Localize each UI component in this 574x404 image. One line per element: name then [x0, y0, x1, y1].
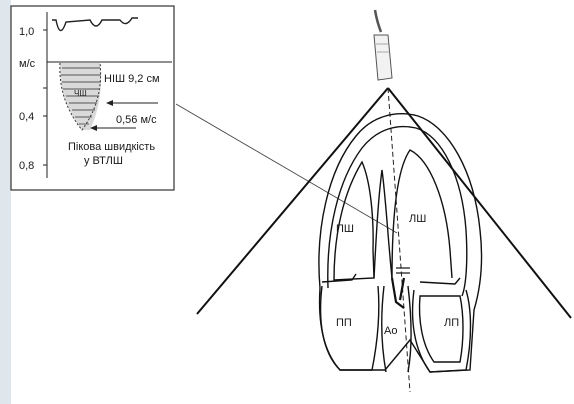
beam-line: [388, 88, 410, 392]
peak-label-line2: у ВТЛШ: [84, 155, 123, 167]
ultrasound-sector: [197, 88, 571, 392]
velocity-label: 0,56 м/с: [116, 114, 157, 126]
interventricular-septum: [374, 170, 392, 278]
cardiac-rate-label: ЧШ: [74, 89, 87, 98]
peak-label-line1: Пікова швидкість: [68, 141, 155, 153]
la-label: ЛП: [444, 317, 459, 329]
left-atrium-inner: [420, 296, 463, 362]
ra-label: ПП: [336, 317, 352, 329]
vti-label: НІШ 9,2 см: [104, 73, 160, 85]
lv-label: ЛШ: [409, 213, 426, 225]
heart-outline: [319, 114, 482, 372]
transducer-body: [374, 35, 392, 80]
sector-left-edge: [197, 88, 388, 314]
sample-volume-marker: [396, 268, 410, 273]
transducer-cable: [375, 10, 381, 32]
y-unit-label: м/с: [19, 58, 36, 70]
transducer: [374, 10, 392, 80]
y-tick-label: 0,4: [19, 111, 34, 123]
mitral-valve-plane: [420, 278, 460, 284]
rv-cavity: [334, 162, 374, 280]
aortic-valve: [392, 278, 404, 308]
rv-label: ПШ: [336, 223, 354, 235]
heart-epicardium: [319, 114, 482, 372]
doppler-inset: 1,0 м/с 0,4 0,8 НІШ 9,2 см ЧШ 0,56 м/с П…: [11, 6, 174, 190]
ao-label: Ао: [384, 325, 397, 337]
y-tick-label: 0,8: [19, 160, 34, 172]
y-tick-label: 1,0: [19, 26, 34, 38]
